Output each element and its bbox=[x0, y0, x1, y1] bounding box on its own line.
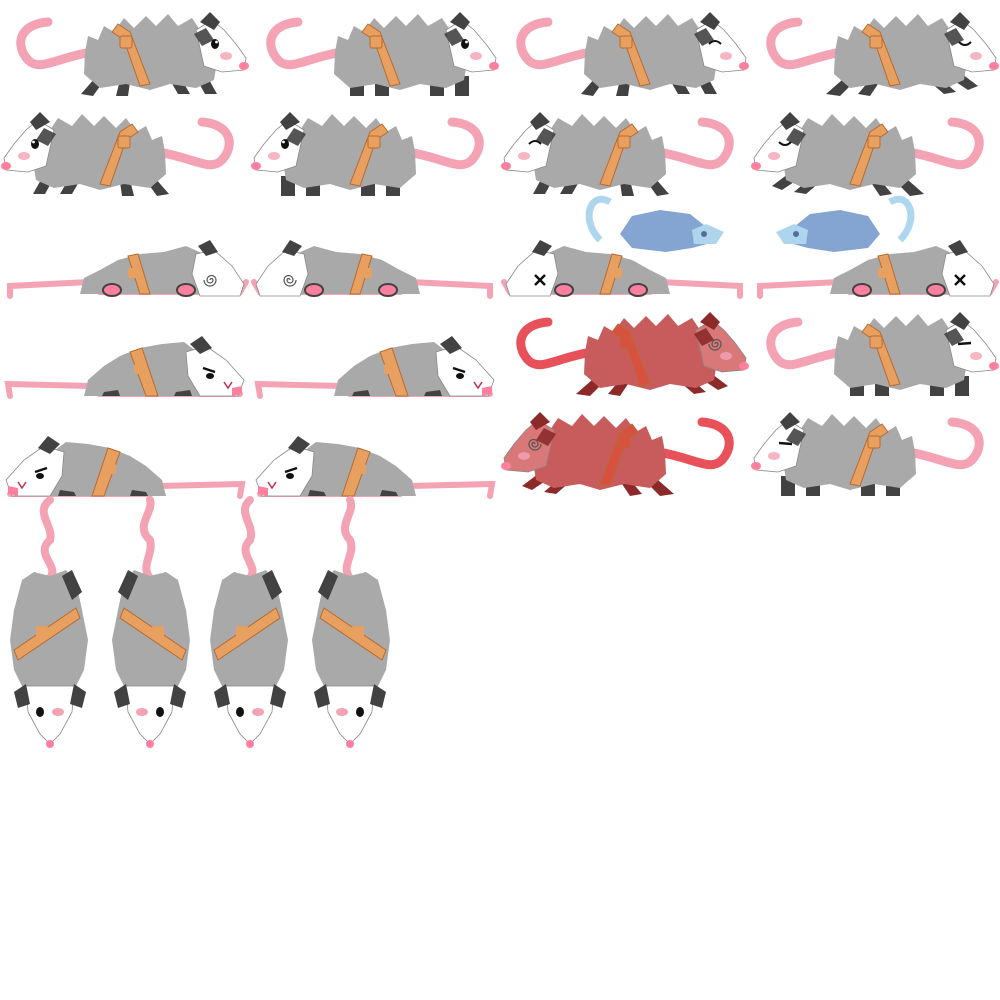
sprite-walk-left-3 bbox=[500, 100, 750, 200]
sprite-hang-2 bbox=[100, 496, 200, 750]
opossum-sprite-art bbox=[7, 240, 249, 299]
opossum-sprite-art bbox=[251, 112, 484, 196]
sprite-hang-1 bbox=[0, 496, 100, 750]
opossum-sprite-art bbox=[501, 112, 734, 196]
opossum-sprite-art bbox=[516, 312, 749, 396]
opossum-sprite-art bbox=[266, 12, 499, 96]
opossum-sprite-art bbox=[254, 336, 495, 399]
sprite-walk-left-4 bbox=[750, 100, 1000, 200]
sprite-faint-dizzy-left bbox=[250, 200, 500, 300]
opossum-sprite-art bbox=[1, 112, 234, 196]
sprite-hang-4 bbox=[300, 496, 400, 750]
opossum-sprite-art bbox=[5, 436, 246, 499]
sprite-hang-3 bbox=[200, 496, 300, 750]
sprite-faint-dizzy-right bbox=[0, 200, 250, 300]
opossum-sprite-art bbox=[251, 240, 493, 299]
sprite-walk-left-1 bbox=[0, 100, 250, 200]
sprite-walk-left-2 bbox=[250, 100, 500, 200]
sprite-walk-right-3 bbox=[500, 0, 750, 100]
sprite-walk-right-4 bbox=[750, 0, 1000, 100]
opossum-sprite-art bbox=[766, 12, 999, 96]
opossum-sprite-art bbox=[766, 312, 999, 396]
sprite-hurt-left bbox=[500, 400, 750, 500]
opossum-sprite-art bbox=[4, 336, 245, 399]
sprite-walk-right-2 bbox=[250, 0, 500, 100]
opossum-sprite-art bbox=[255, 436, 496, 499]
sprite-faint-ghost-right bbox=[750, 195, 1000, 300]
sprite-crouch-angry-right-1 bbox=[0, 300, 250, 400]
opossum-hang-art bbox=[312, 496, 390, 748]
sprite-crouch-angry-left-1 bbox=[0, 400, 250, 500]
sprite-faint-ghost-left bbox=[500, 195, 750, 300]
sprite-hurt-right bbox=[500, 300, 750, 400]
opossum-sprite-art bbox=[501, 195, 743, 299]
sprite-crouch-angry-right-2 bbox=[250, 300, 500, 400]
opossum-sprite-art bbox=[751, 112, 984, 196]
opossum-sprite-art bbox=[757, 195, 999, 299]
opossum-sprite-art bbox=[16, 12, 249, 96]
sprite-crouch-angry-left-2 bbox=[250, 400, 500, 500]
opossum-hang-art bbox=[210, 496, 288, 748]
opossum-sprite-art bbox=[501, 412, 734, 496]
sprite-stand-left bbox=[750, 400, 1000, 500]
opossum-sprite-art bbox=[516, 12, 749, 96]
opossum-hang-art bbox=[112, 496, 190, 748]
opossum-sprite-art bbox=[751, 412, 984, 496]
opossum-hang-art bbox=[10, 496, 88, 748]
sprite-stand-right bbox=[750, 300, 1000, 400]
sprite-walk-right-1 bbox=[0, 0, 250, 100]
